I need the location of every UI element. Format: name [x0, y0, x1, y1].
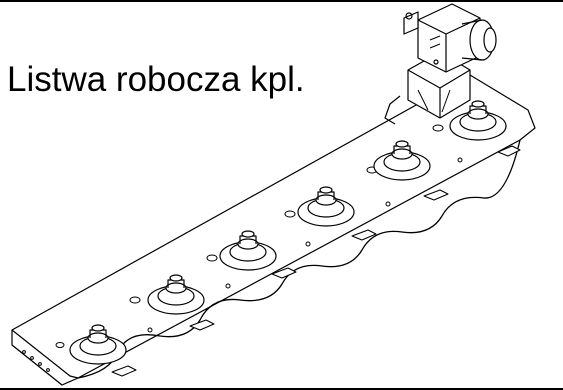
disc-unit-4: [298, 187, 354, 226]
disc-unit-3: [220, 231, 276, 270]
guard-wavy-edge: [78, 140, 520, 378]
disc-unit-5: [374, 141, 430, 180]
top-rule: [0, 0, 563, 2]
page-title: Listwa robocza kpl.: [7, 60, 305, 99]
skid-shoes: [112, 146, 520, 376]
gearbox: [385, 4, 496, 124]
disc-unit-2: [148, 275, 204, 314]
disc-unit-1: [70, 325, 126, 364]
bar-fasteners: [56, 125, 462, 348]
bar-front-face: [12, 345, 62, 385]
disc-unit-6: [450, 101, 506, 140]
bottom-rule: [0, 388, 563, 390]
bar-end-holes: [23, 351, 50, 372]
